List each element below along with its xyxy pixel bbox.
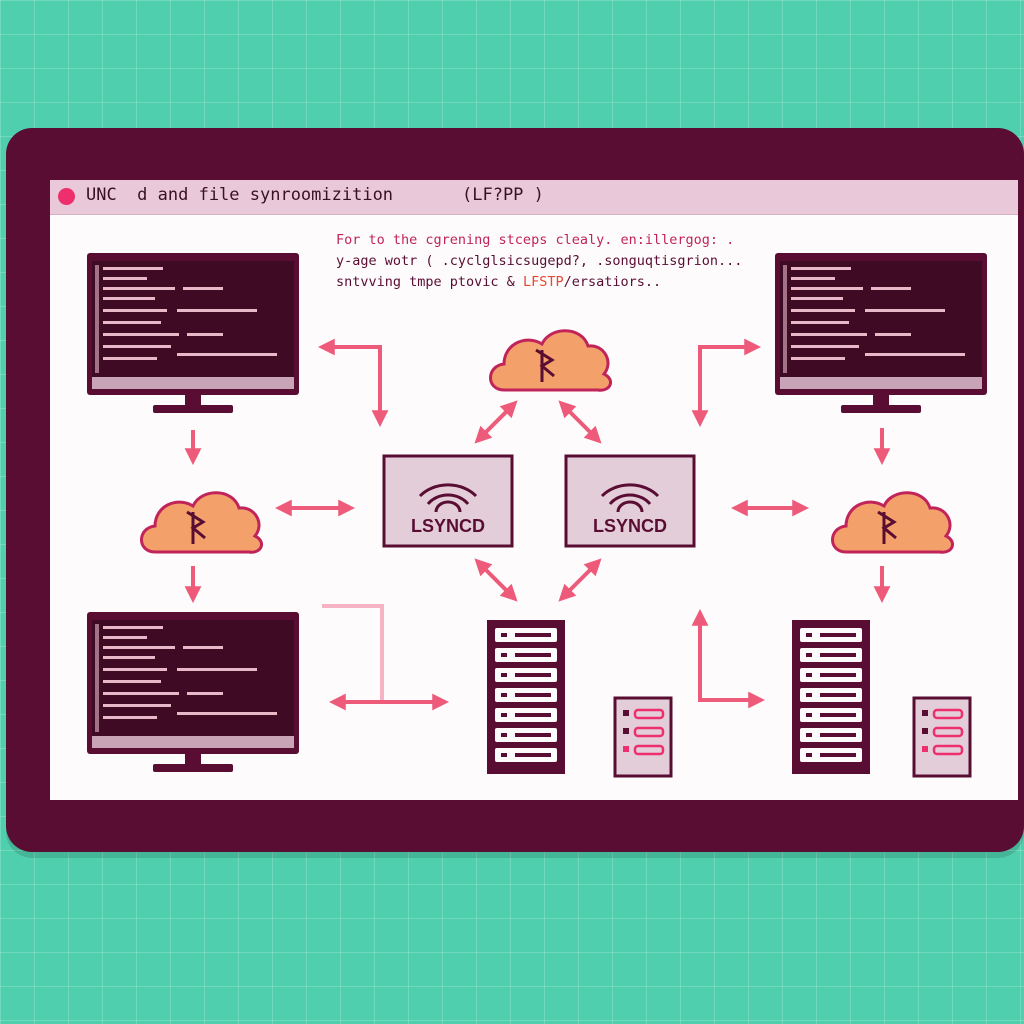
hub-label: LSYNCD xyxy=(411,516,485,536)
sync-arrows xyxy=(184,338,891,711)
arrow xyxy=(474,400,518,444)
arrow xyxy=(474,558,518,602)
window-title: UNC d and file synroomizition xyxy=(86,185,394,205)
arrow-faint xyxy=(322,604,384,700)
caption-highlight: LFSTP xyxy=(522,274,564,290)
title-bar: UNC d and file synroomizition (LF?PP ) xyxy=(50,180,1018,215)
arrow xyxy=(558,558,602,602)
window-tag: (LF?PP ) xyxy=(462,185,544,205)
cloud-sync-icon xyxy=(831,491,955,554)
server-small-icon xyxy=(912,696,972,778)
description-text: For to the cgrening stceps clealy. en:il… xyxy=(336,230,806,293)
cloud-sync-icon xyxy=(140,491,264,554)
arrow xyxy=(691,338,762,428)
caption-line-2: y-age wotr ( .cyclglsicsugepd?, .songuqt… xyxy=(336,253,743,269)
hub-label: LSYNCD xyxy=(593,516,667,536)
lsyncd-hub-left: LSYNCD xyxy=(382,454,514,548)
arrow xyxy=(558,400,602,444)
lsyncd-hub-right: LSYNCD xyxy=(564,454,696,548)
caption-line-1: For to the cgrening stceps clealy. en:il… xyxy=(336,232,735,248)
terminal-monitor-icon xyxy=(775,253,987,413)
arrow xyxy=(691,608,766,709)
terminal-monitor-icon xyxy=(87,253,299,413)
server-rack-icon xyxy=(487,620,565,774)
caption-line-3: sntvving tmpe ptovic & LFSTP/ersatiors.. xyxy=(336,274,662,290)
arrow xyxy=(317,338,389,428)
server-rack-icon xyxy=(792,620,870,774)
server-small-icon xyxy=(613,696,673,778)
record-dot-icon[interactable] xyxy=(58,188,75,205)
terminal-monitor-icon xyxy=(87,612,299,772)
cloud-sync-icon xyxy=(489,329,613,392)
